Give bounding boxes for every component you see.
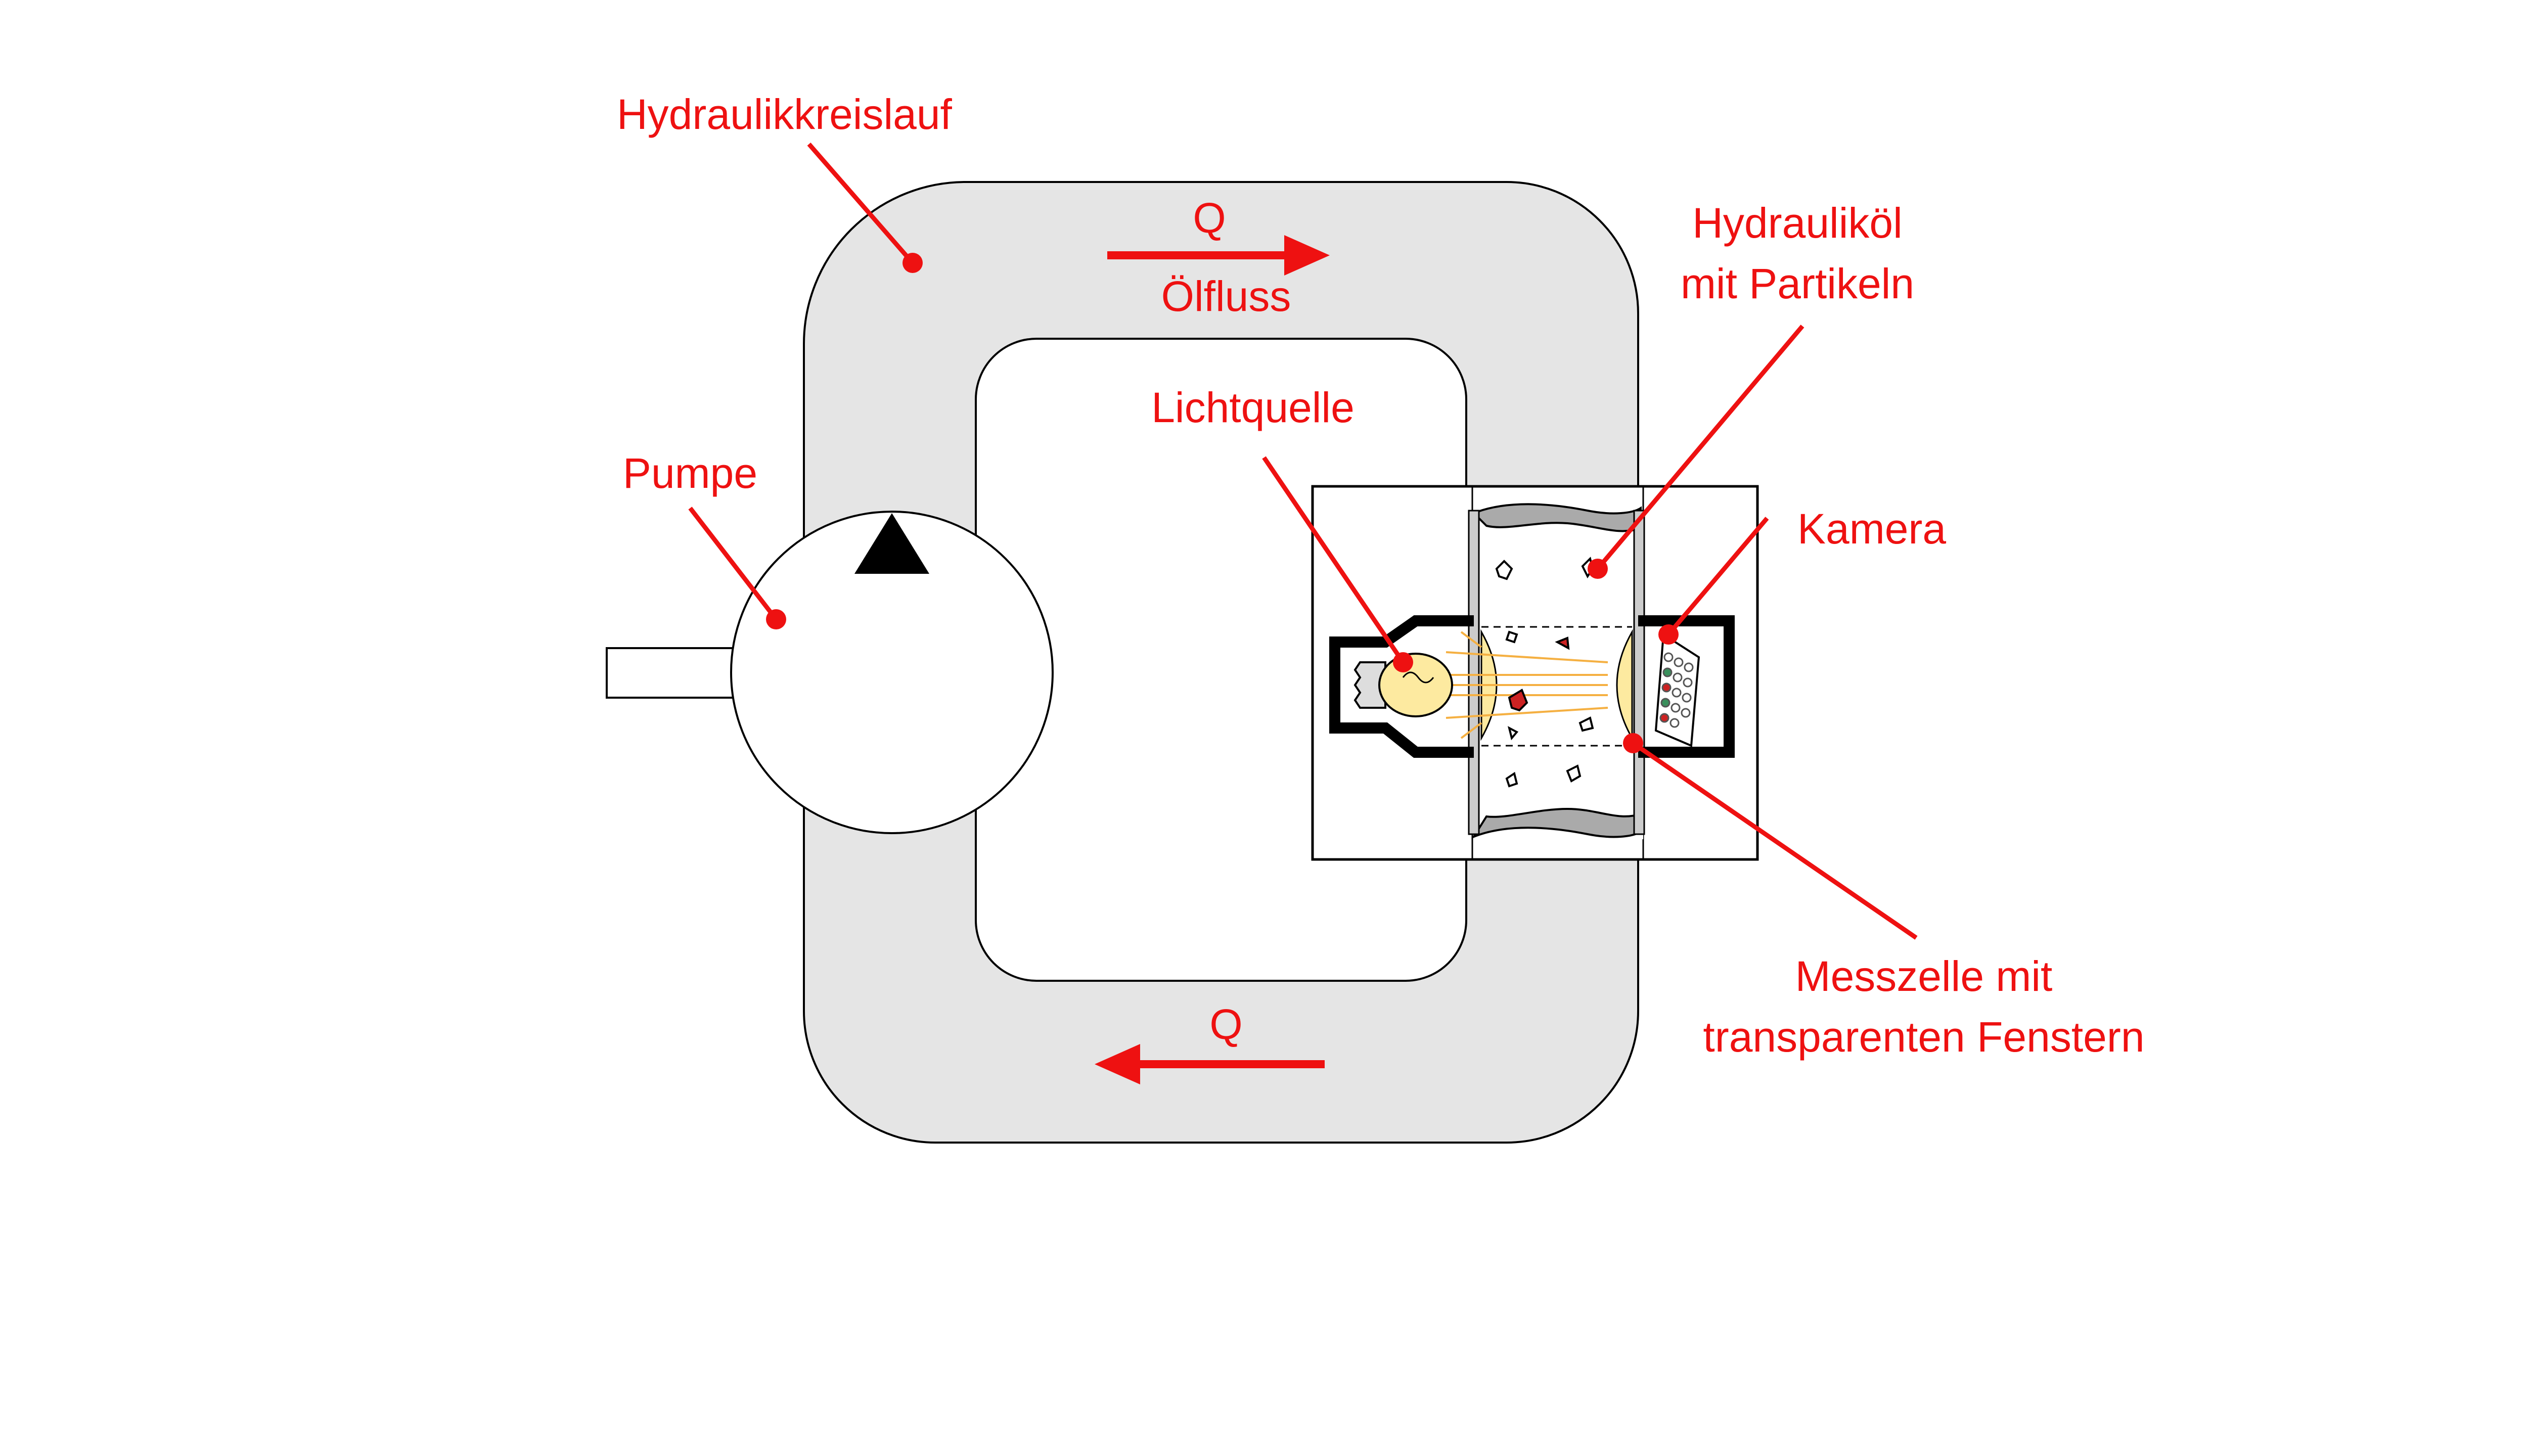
pump-body [730, 511, 1054, 834]
pump-direction-triangle [854, 513, 929, 574]
pipe-wall-left [1468, 510, 1480, 835]
label-camera: Kamera [1797, 505, 1946, 553]
window-right [1616, 629, 1633, 741]
label-light-source: Lichtquelle [1151, 384, 1355, 431]
label-hydraulic-oil-line1: Hydrauliköl [1692, 199, 1903, 247]
label-flow-top-q: Q [1193, 194, 1226, 242]
label-hydraulic-oil-line2: mit Partikeln [1681, 260, 1914, 307]
label-pump: Pumpe [623, 449, 757, 497]
camera-housing [1638, 615, 1735, 758]
camera-sensor-icon [1654, 632, 1700, 747]
label-oil-flow: Ölfluss [1161, 272, 1291, 320]
label-cell-line1: Messzelle mit [1795, 952, 2053, 1000]
pipe-wall-right [1633, 510, 1645, 835]
flow-arrow-top [1107, 235, 1330, 276]
label-flow-bottom-q: Q [1209, 1000, 1242, 1048]
light-housing [1329, 615, 1474, 758]
pump-shaft [606, 647, 734, 699]
label-cell-line2: transparenten Fenstern [1703, 1013, 2144, 1061]
flow-arrow-bottom [1095, 1044, 1325, 1084]
oil-particles [1495, 557, 1594, 788]
label-hydraulic-circuit: Hydraulikkreislauf [617, 90, 953, 138]
light-rays [1446, 631, 1608, 739]
leader-lines [688, 143, 1918, 940]
